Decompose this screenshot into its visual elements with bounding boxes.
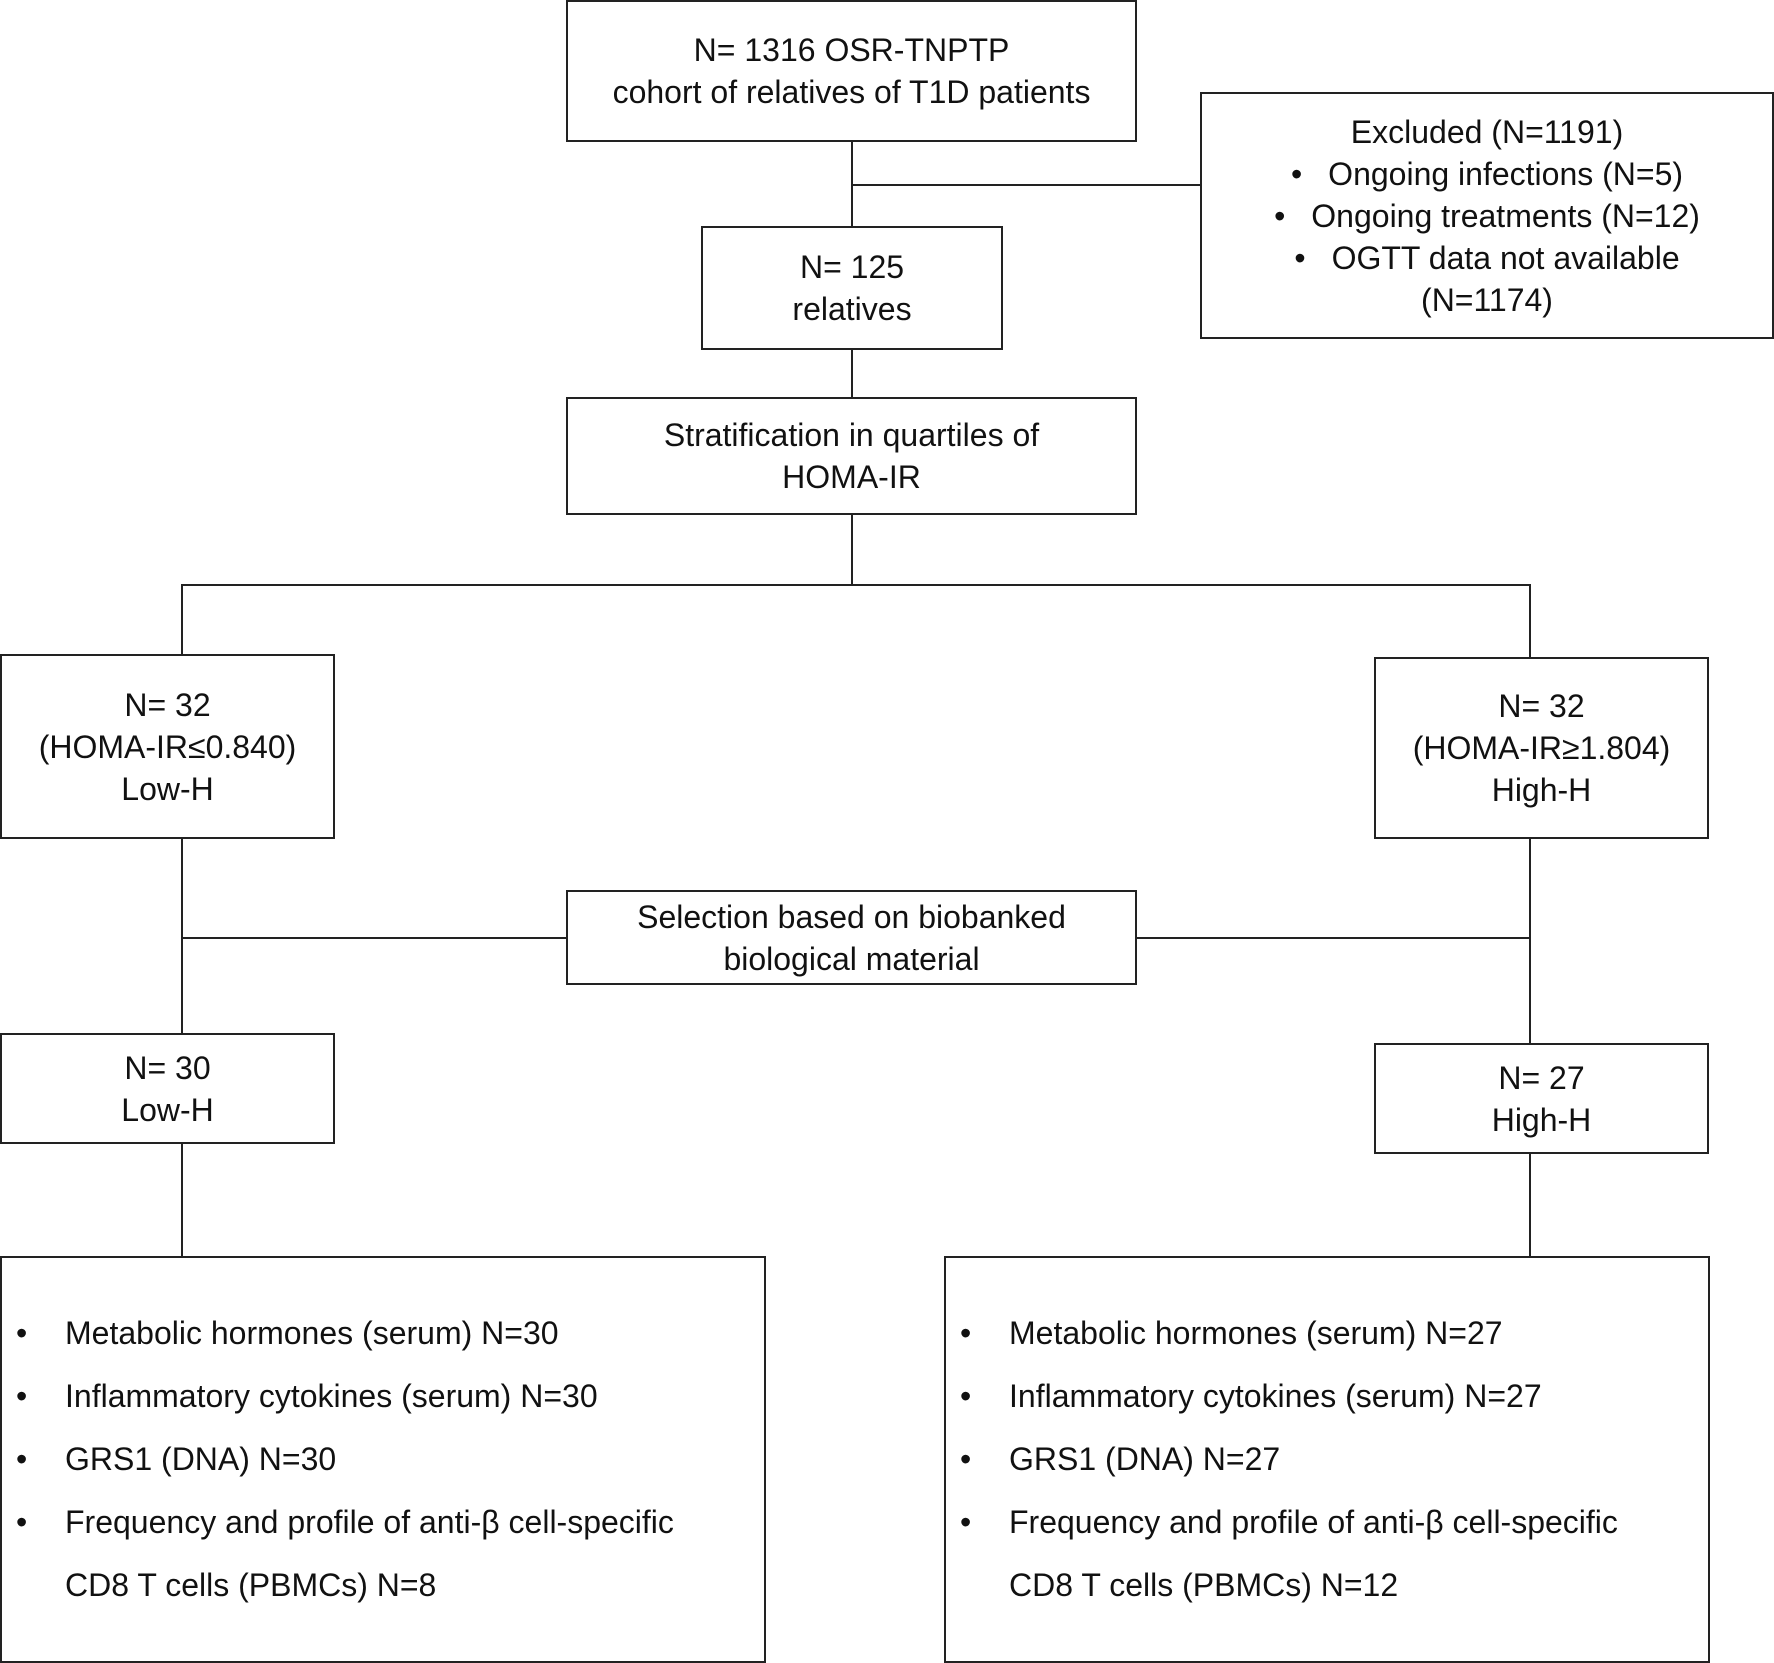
relatives-count: N= 125 [799, 249, 905, 285]
bullet: • [960, 1315, 972, 1351]
stratification-box: Stratification in quartiles of HOMA-IR [566, 397, 1137, 515]
excluded-item-label: OGTT data not available [1331, 239, 1680, 276]
relatives-label: relatives [792, 291, 912, 327]
connector-to-excluded [851, 184, 1201, 186]
low-h-label: Low-H [121, 770, 214, 807]
bullet: • [1294, 239, 1306, 276]
connector-low-to-final [181, 838, 183, 1035]
excluded-box: Excluded (N=1191) • Ongoing infections (… [1200, 92, 1774, 339]
cohort-description: cohort of relatives of T1D patients [612, 74, 1091, 110]
list-item: • Inflammatory cytokines (serum) N=30 [16, 1365, 598, 1428]
bullet: • [16, 1441, 28, 1477]
list-item-continuation: CD8 T cells (PBMCs) N=8 [16, 1554, 436, 1617]
low-h-count: N= 32 [124, 686, 211, 723]
excluded-item: • OGTT data not available [1294, 237, 1679, 279]
list-item: • Frequency and profile of anti-β cell-s… [16, 1491, 674, 1554]
low-h-final-box: N= 30 Low-H [0, 1033, 335, 1144]
excluded-item-continuation: (N=1174) [1421, 281, 1553, 318]
excluded-item: • Ongoing treatments (N=12) [1274, 195, 1700, 237]
list-item: • Inflammatory cytokines (serum) N=27 [960, 1365, 1542, 1428]
connector-selection-left [181, 937, 566, 939]
low-h-final-count: N= 30 [124, 1049, 211, 1086]
list-item-label: GRS1 (DNA) N=30 [65, 1441, 337, 1477]
relatives-box: N= 125 relatives [701, 226, 1003, 350]
connector-high-final-to-results [1529, 1152, 1531, 1258]
excluded-item-label: Ongoing treatments (N=12) [1311, 197, 1700, 234]
connector-split-right [1529, 584, 1531, 659]
low-h-threshold: (HOMA-IR≤0.840) [38, 728, 297, 765]
list-item: • GRS1 (DNA) N=27 [960, 1428, 1280, 1491]
connector-stratification-down [851, 514, 853, 586]
high-h-box: N= 32 (HOMA-IR≥1.804) High-H [1374, 657, 1709, 839]
list-item-label: CD8 T cells (PBMCs) N=12 [1009, 1567, 1399, 1603]
connector-high-to-final [1529, 838, 1531, 1045]
high-h-label: High-H [1491, 772, 1592, 808]
stratification-line1: Stratification in quartiles of [663, 417, 1040, 453]
high-results-box: • Metabolic hormones (serum) N=27 • Infl… [944, 1256, 1710, 1663]
high-h-final-count: N= 27 [1498, 1059, 1585, 1096]
list-item: • Metabolic hormones (serum) N=27 [960, 1302, 1503, 1365]
connector-split-left [181, 584, 183, 656]
selection-box: Selection based on biobanked biological … [566, 890, 1137, 985]
low-h-final-label: Low-H [121, 1091, 214, 1128]
stratification-line2: HOMA-IR [782, 459, 921, 495]
low-results-box: • Metabolic hormones (serum) N=30 • Infl… [0, 1256, 766, 1663]
high-h-count: N= 32 [1498, 688, 1585, 724]
bullet: • [1274, 197, 1286, 234]
list-item-label: Inflammatory cytokines (serum) N=30 [65, 1378, 598, 1414]
excluded-item-label: Ongoing infections (N=5) [1328, 155, 1684, 192]
selection-line1: Selection based on biobanked [637, 898, 1066, 935]
list-item-label: CD8 T cells (PBMCs) N=8 [65, 1567, 437, 1603]
selection-line2: biological material [723, 940, 980, 977]
bullet: • [960, 1378, 972, 1414]
excluded-title: Excluded (N=1191) [1350, 113, 1624, 150]
low-h-box: N= 32 (HOMA-IR≤0.840) Low-H [0, 654, 335, 839]
list-item-label: Frequency and profile of anti-β cell-spe… [65, 1504, 674, 1540]
connector-selection-right [1136, 937, 1531, 939]
list-item: • Metabolic hormones (serum) N=30 [16, 1302, 559, 1365]
high-h-final-box: N= 27 High-H [1374, 1043, 1709, 1154]
list-item: • GRS1 (DNA) N=30 [16, 1428, 336, 1491]
excluded-item: • Ongoing infections (N=5) [1291, 153, 1683, 195]
cohort-count: N= 1316 OSR-TNPTP [693, 32, 1010, 68]
list-item-label: GRS1 (DNA) N=27 [1009, 1441, 1281, 1477]
list-item-label: Metabolic hormones (serum) N=27 [1009, 1315, 1503, 1351]
connector-split [181, 584, 1531, 586]
high-h-threshold: (HOMA-IR≥1.804) [1412, 730, 1671, 766]
list-item-label: Frequency and profile of anti-β cell-spe… [1009, 1504, 1618, 1540]
bullet: • [16, 1378, 28, 1414]
bullet: • [16, 1504, 28, 1540]
list-item-label: Metabolic hormones (serum) N=30 [65, 1315, 559, 1351]
list-item: • Frequency and profile of anti-β cell-s… [960, 1491, 1618, 1554]
cohort-box: N= 1316 OSR-TNPTP cohort of relatives of… [566, 0, 1137, 142]
connector-relatives-to-stratification [851, 348, 853, 399]
bullet: • [1290, 155, 1303, 192]
high-h-final-label: High-H [1491, 1101, 1592, 1138]
list-item-label: Inflammatory cytokines (serum) N=27 [1009, 1378, 1542, 1414]
bullet: • [960, 1441, 972, 1477]
bullet: • [16, 1315, 28, 1351]
bullet: • [960, 1504, 972, 1540]
connector-low-final-to-results [181, 1142, 183, 1258]
list-item-continuation: CD8 T cells (PBMCs) N=12 [960, 1554, 1398, 1617]
